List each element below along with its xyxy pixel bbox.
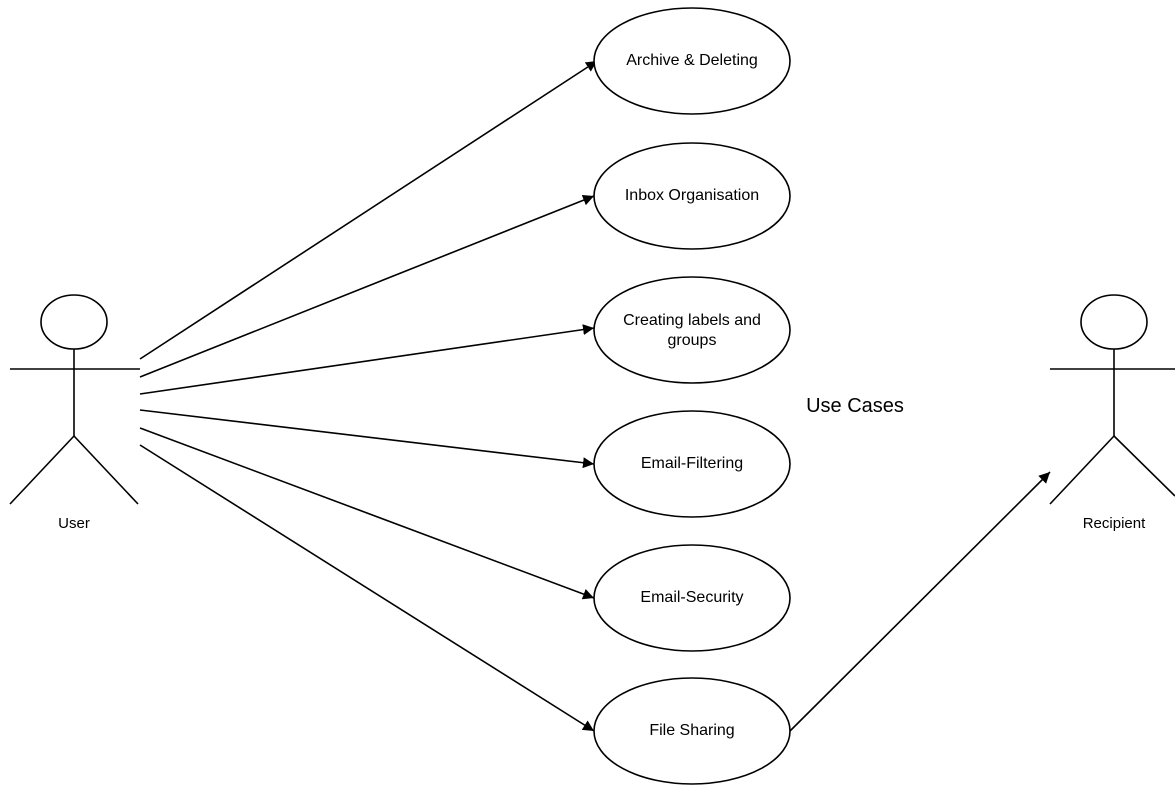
use-case-labels: Creating labels and groups xyxy=(593,276,791,384)
use-case-security-label: Email-Security xyxy=(640,589,743,606)
recipient-figure-icon xyxy=(1049,294,1175,505)
diagram-title: Use Cases xyxy=(806,395,904,417)
actor-recipient: Recipient xyxy=(1049,294,1175,532)
use-case-archive: Archive & Deleting xyxy=(593,7,791,115)
association-user-security xyxy=(139,427,595,600)
use-case-archive-label: Archive & Deleting xyxy=(626,52,758,69)
use-case-inbox: Inbox Organisation xyxy=(593,142,791,250)
actor-user-label: User xyxy=(58,515,90,532)
use-case-filtering: Email-Filtering xyxy=(593,410,791,518)
user-figure-icon xyxy=(9,294,140,505)
association-user-filesharing xyxy=(139,444,595,732)
association-user-archive xyxy=(139,60,598,360)
use-case-inbox-label: Inbox Organisation xyxy=(625,187,759,204)
actor-user: User xyxy=(9,294,140,532)
use-case-filesharing-label: File Sharing xyxy=(649,722,734,739)
use-case-filesharing: File Sharing xyxy=(593,677,791,785)
use-case-filtering-label: Email-Filtering xyxy=(641,455,743,472)
associations xyxy=(139,60,1051,732)
use-case-security: Email-Security xyxy=(593,544,791,652)
use-case-labels-label-line1: Creating labels and xyxy=(623,312,761,329)
actor-recipient-label: Recipient xyxy=(1083,515,1146,532)
association-user-filtering xyxy=(139,409,595,469)
association-user-labels xyxy=(139,324,595,395)
association-filesharing-recipient xyxy=(789,471,1051,732)
association-user-inbox xyxy=(139,194,595,378)
use-case-labels-label-line2: groups xyxy=(668,332,717,349)
